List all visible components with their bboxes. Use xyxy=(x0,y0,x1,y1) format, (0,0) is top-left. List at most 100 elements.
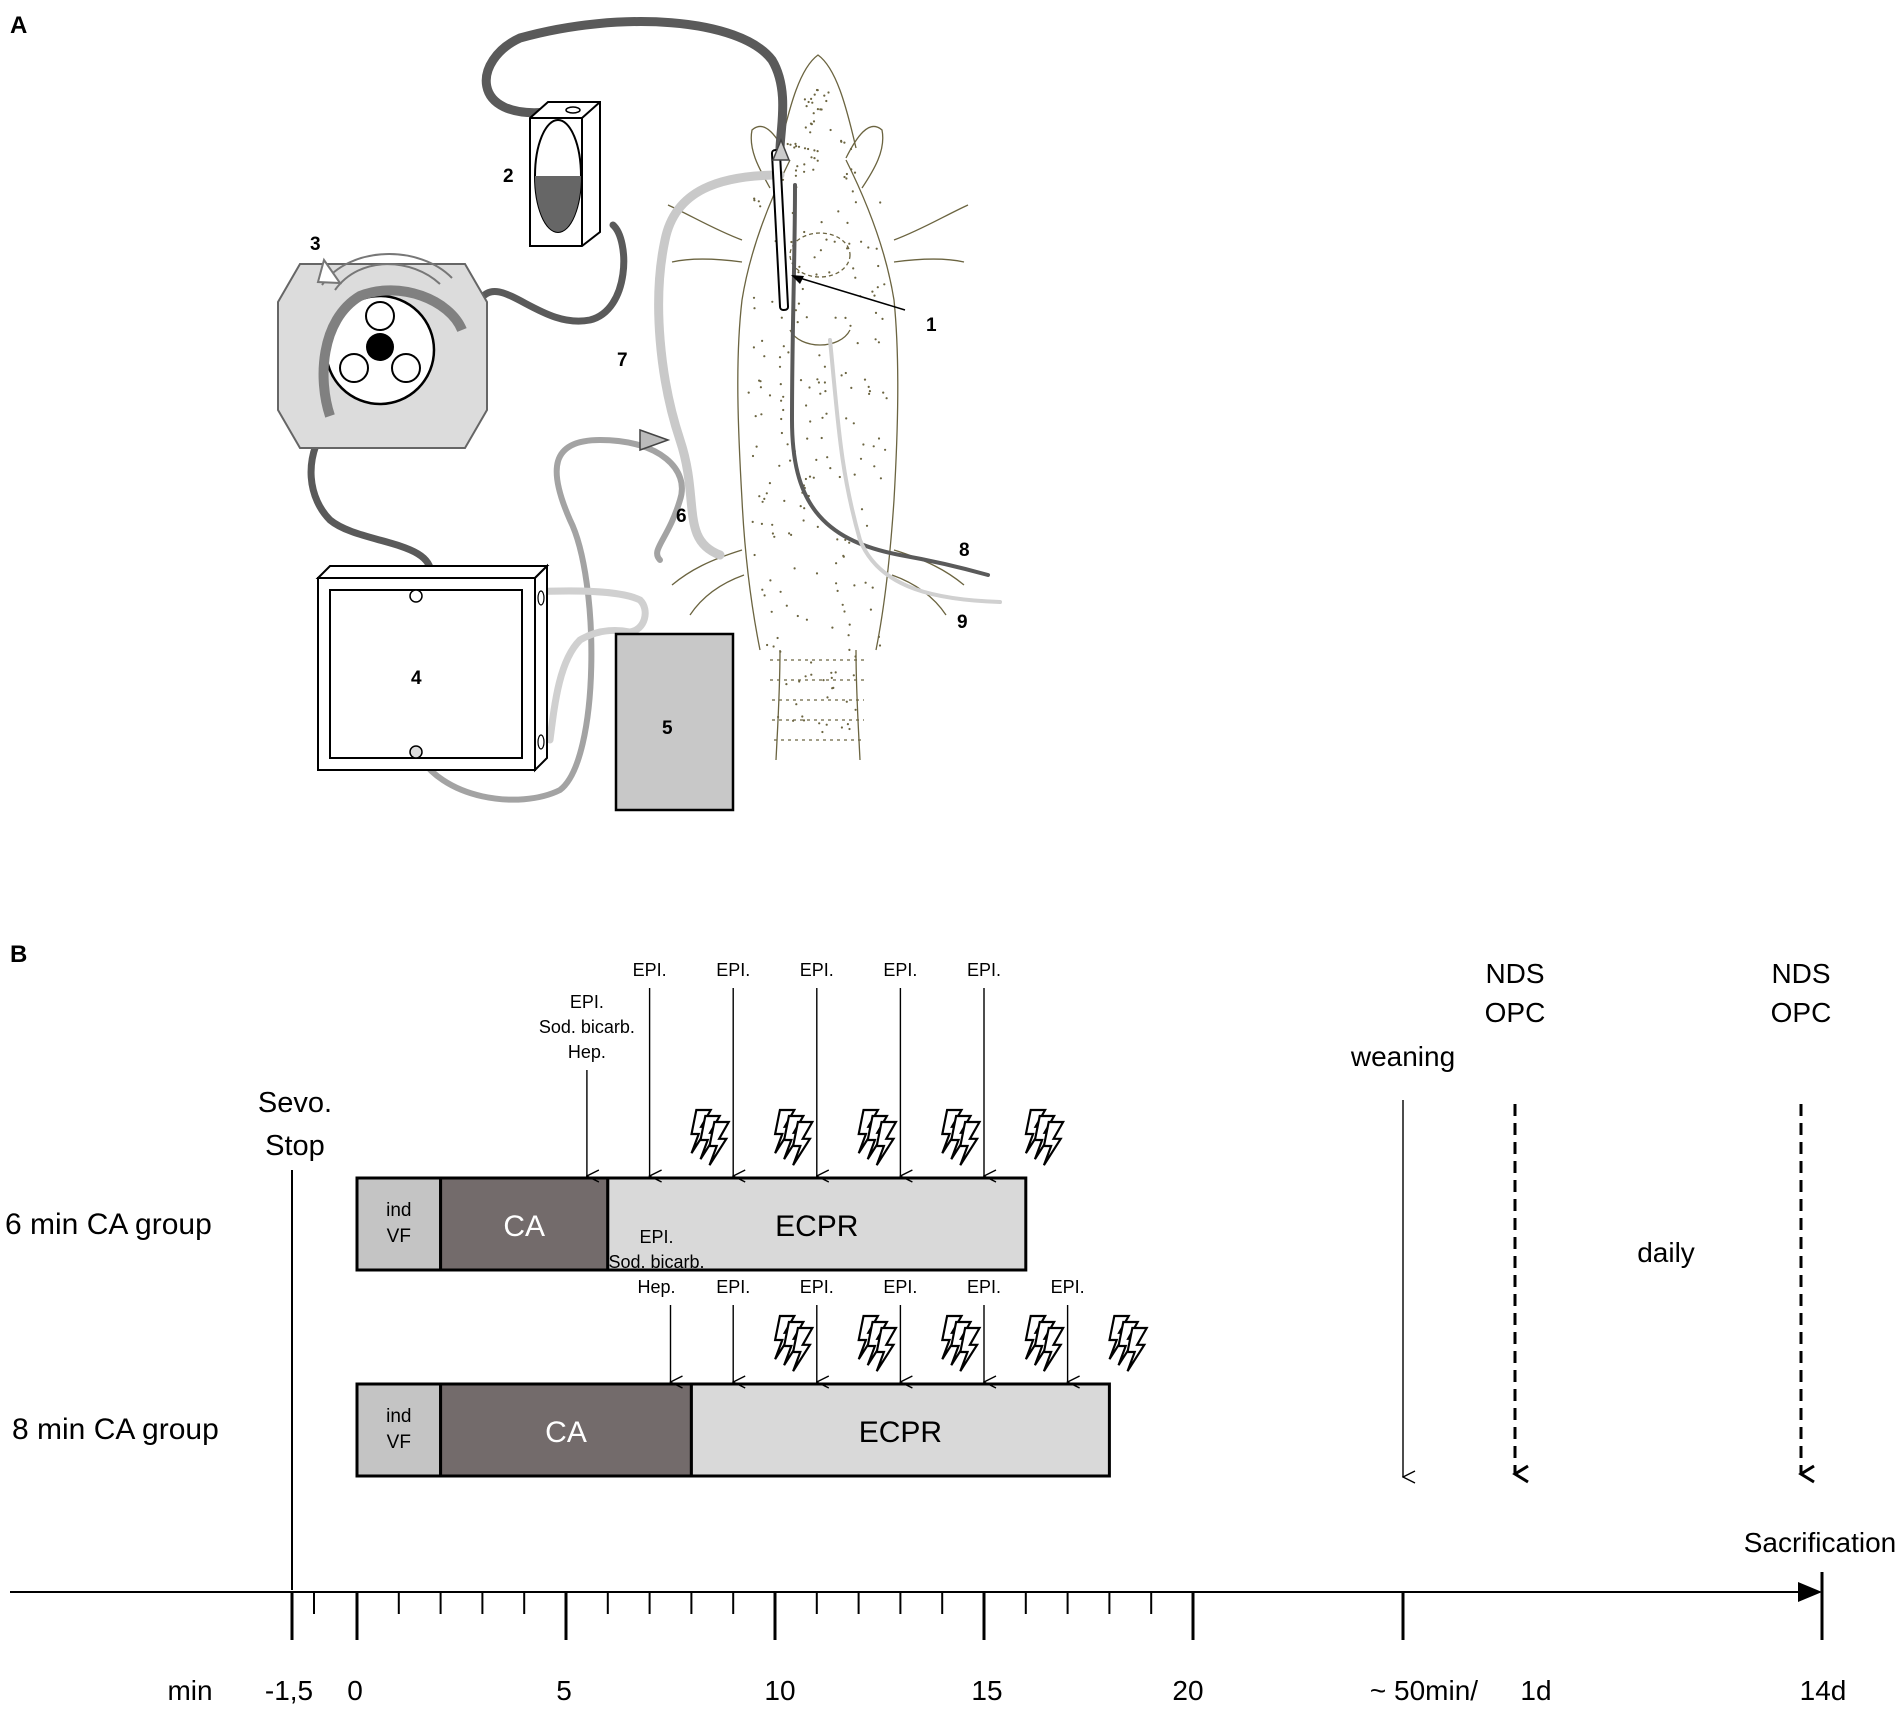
rat-stipple-dot xyxy=(840,374,843,377)
rat-stipple-dot xyxy=(790,240,793,244)
rat-stipple-dot xyxy=(849,324,852,327)
rat-stipple-dot xyxy=(810,661,813,664)
rat-stipple-dot xyxy=(798,680,801,683)
rat-stipple-dot xyxy=(844,538,847,542)
rat-stipple-dot xyxy=(843,175,846,179)
rat-stipple-dot xyxy=(803,230,806,234)
vf-label: VF xyxy=(387,1226,411,1247)
rat-stipple-dot xyxy=(852,422,855,425)
rat-stipple-dot xyxy=(883,283,886,286)
rat-stipple-dot xyxy=(840,726,844,729)
rat-stipple-dot xyxy=(794,142,797,145)
rat-stipple-dot xyxy=(841,603,844,606)
rat-stipple-dot xyxy=(782,345,785,348)
rat-stipple-dot xyxy=(760,413,763,416)
rat-stipple-dot xyxy=(792,719,795,722)
rat-stipple-dot xyxy=(766,643,769,647)
vf-label: VF xyxy=(387,1432,411,1453)
rat-stipple-dot xyxy=(845,177,848,180)
rat-stipple-dot xyxy=(877,341,881,344)
callout-1-head xyxy=(791,275,804,284)
rat-stipple-dot xyxy=(779,590,782,593)
rat-stipple-dot xyxy=(780,399,783,402)
epi-label: EPI. xyxy=(967,960,1001,980)
catheter-tip xyxy=(770,149,790,311)
axis-unit-label: min xyxy=(167,1675,212,1706)
rat-stipple-dot xyxy=(753,199,756,202)
axis-arrowhead xyxy=(1798,1582,1822,1602)
rat-stipple-dot xyxy=(818,722,821,725)
rat-stipple-dot xyxy=(759,205,762,208)
rat-stipple-dot xyxy=(753,307,756,310)
epi-label: EPI. xyxy=(967,1277,1001,1297)
rat-stipple-dot xyxy=(816,150,819,153)
defibrillation-bolt-icon xyxy=(1042,1326,1065,1372)
rat-stipple-dot xyxy=(805,316,808,319)
opc-label-14d: OPC xyxy=(1771,997,1832,1028)
rat-stipple-dot xyxy=(877,264,880,268)
rat-stipple-dot xyxy=(779,383,782,386)
rat-stipple-dot xyxy=(853,584,856,587)
rat-stipple-dot xyxy=(868,392,871,395)
callout-3: 3 xyxy=(310,234,321,255)
epi-label: EPI. xyxy=(716,960,750,980)
panel-a-label: A xyxy=(10,12,27,39)
sevo-label-1: Sevo. xyxy=(258,1087,332,1119)
rat-stipple-dot xyxy=(834,316,837,319)
rat-stipple-dot xyxy=(796,321,799,324)
rat-stipple-dot xyxy=(778,356,782,359)
rat-stipple-dot xyxy=(823,94,826,97)
rat-stipple-dot xyxy=(848,623,851,626)
epi-combo-label: Hep. xyxy=(568,1042,606,1062)
rat-stipple-dot xyxy=(785,604,788,607)
rat-stipple-dot xyxy=(874,311,878,314)
epi-label: EPI. xyxy=(800,960,834,980)
rat-stipple-dot xyxy=(846,247,849,250)
rat-stipple-dot xyxy=(831,626,834,629)
arrowhead-catheter xyxy=(771,137,791,161)
rat-stipple-dot xyxy=(869,608,873,611)
ecpr-box xyxy=(689,1382,1111,1478)
defibrillation-bolt-icon xyxy=(1042,1120,1065,1166)
rat-stipple-dot xyxy=(803,170,806,173)
rat-stipple-dot xyxy=(811,101,814,104)
ind-label: ind xyxy=(386,1406,411,1427)
rat-stipple-dot xyxy=(777,715,780,719)
rat-stipple-dot xyxy=(769,579,772,582)
epi-label: EPI. xyxy=(633,960,667,980)
group-8-interventions: EPI.Sod. bicarb.Hep.EPI.EPI.EPI.EPI.EPI. xyxy=(608,1227,1149,1382)
rat-stipple-dot xyxy=(809,122,813,125)
rat-stipple-dot xyxy=(846,723,850,726)
rat-stipple-dot xyxy=(838,475,841,479)
rat-stipple-dot xyxy=(812,168,815,171)
rat-stipple-dot xyxy=(808,475,812,478)
rat-stipple-dot xyxy=(797,302,801,305)
ca-box xyxy=(439,1382,693,1478)
rat-stipple-dot xyxy=(835,582,838,585)
rat-stipple-dot xyxy=(758,495,761,498)
rat-stipple-dot xyxy=(836,538,839,541)
rat-stipple-dot xyxy=(844,371,847,375)
rat-stipple-dot xyxy=(865,524,869,527)
rat-stipple-dot xyxy=(747,391,750,394)
rat-stipple-dot xyxy=(825,238,828,241)
rat-stipple-dot xyxy=(803,98,807,101)
rat-stipple-dot xyxy=(778,464,781,467)
rat-stipple-dot xyxy=(761,588,764,591)
reservoir xyxy=(529,101,601,247)
rat-stipple-dot xyxy=(780,316,783,319)
panel-b-label: B xyxy=(10,941,27,968)
rat-stipple-dot xyxy=(804,477,808,481)
rat-stipple-dot xyxy=(803,507,806,510)
defibrillation-bolt-icon xyxy=(959,1326,982,1372)
defibrillation-bolt-icon xyxy=(875,1326,898,1372)
rat-stipple-dot xyxy=(872,445,875,448)
rat-stipple-dot xyxy=(850,386,853,389)
rat-stipple-dot xyxy=(830,676,833,680)
rat-stipple-dot xyxy=(751,454,755,458)
rat-stipple-dot xyxy=(778,365,782,368)
rat-stipple-dot xyxy=(824,390,827,393)
rat-stipple-dot xyxy=(786,443,789,446)
epi-combo-label: EPI. xyxy=(639,1227,673,1247)
rat-stipple-dot xyxy=(853,473,856,476)
